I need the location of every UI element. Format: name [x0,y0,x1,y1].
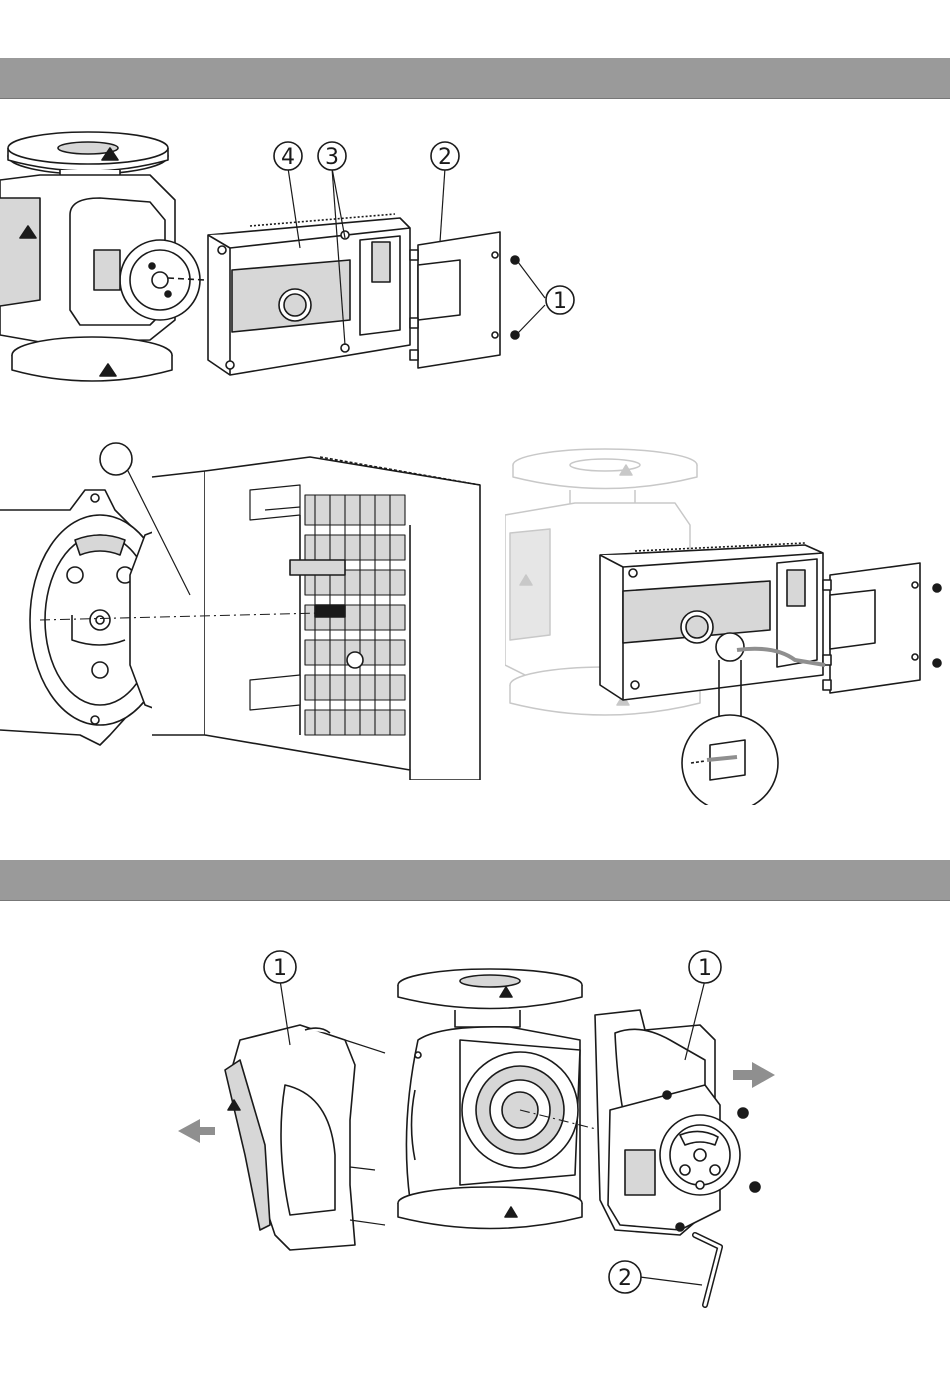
svg-text:4: 4 [281,145,295,170]
electronics-module [208,214,410,375]
callout-3: 3 [318,142,346,170]
pump-body [0,132,205,381]
arrow-left [178,1119,215,1143]
hex-key-tool [695,1235,720,1305]
svg-text:1: 1 [273,956,287,981]
callout-1-right: 1 [689,951,721,983]
figure-cable-routing [505,445,950,805]
svg-text:1: 1 [698,956,712,981]
callout-1-left: 1 [264,951,296,983]
callout-4: 4 [274,142,302,170]
figure-housing-disassembly: 1 1 2 [170,945,780,1325]
pump-housing [398,969,620,1229]
callout-empty [100,443,132,475]
module-cover [410,232,500,368]
svg-text:1: 1 [553,289,567,314]
figure-adapter-detail [0,435,485,780]
cover-screws [511,256,519,339]
callout-2: 2 [431,142,459,170]
callout-2: 2 [609,1261,641,1293]
insulation-shell-left [225,1025,385,1250]
motor-unit [608,1085,760,1231]
section-band-bottom [0,860,950,901]
arrow-right [733,1062,775,1088]
electronics-module-open [600,543,823,700]
module-block [152,457,480,780]
callout-1: 1 [546,286,574,314]
module-cover-open [823,563,941,693]
svg-text:3: 3 [325,145,339,170]
figure-module-exploded: 4 3 2 1 [0,120,600,400]
svg-text:2: 2 [438,145,452,170]
svg-text:2: 2 [618,1266,632,1291]
section-band-top [0,58,950,99]
